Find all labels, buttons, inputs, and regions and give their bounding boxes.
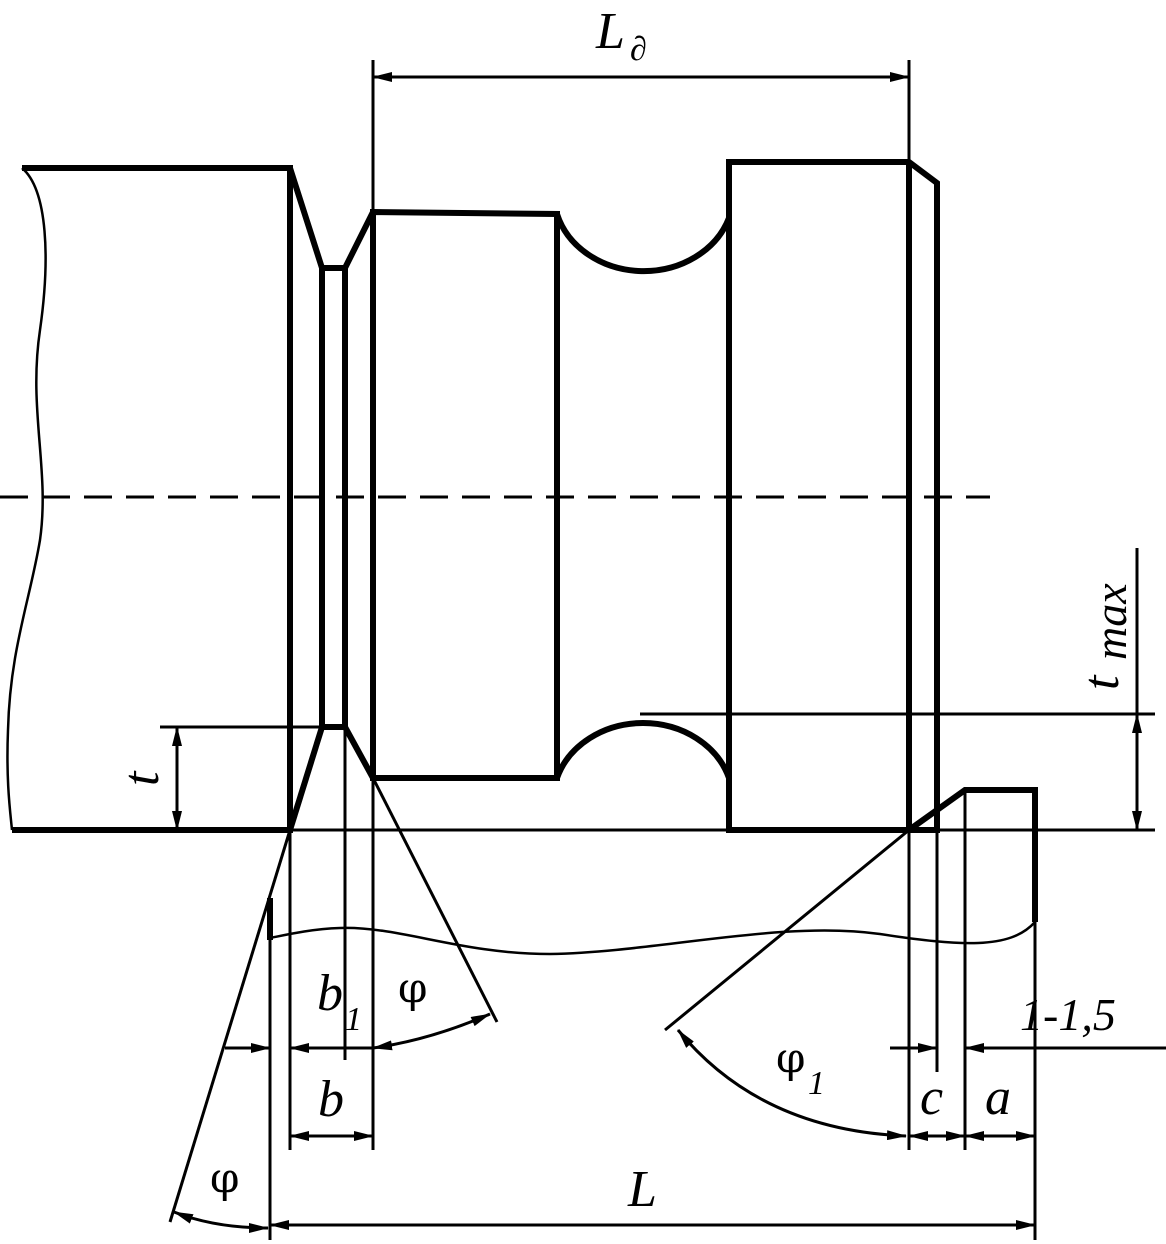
label-b1: b <box>317 965 343 1022</box>
arc-phi-bottom <box>173 1210 269 1233</box>
arc-phi1 <box>676 1029 907 1141</box>
svg-text:max: max <box>1085 583 1136 660</box>
label-range: 1-1,5 <box>1020 989 1116 1040</box>
phi-bottom-ray <box>168 829 292 1223</box>
cutter-right <box>267 787 1038 956</box>
label-b: b <box>318 1071 344 1128</box>
arc-phi-top <box>372 1012 491 1051</box>
label-b1-sub: 1 <box>345 1001 362 1038</box>
label-c: c <box>920 1069 943 1126</box>
phi1-ray <box>664 828 910 1032</box>
label-phi1-sub: 1 <box>808 1065 825 1102</box>
label-L: L <box>627 1161 657 1218</box>
label-phi1: φ <box>776 1033 805 1082</box>
phi-top-ray <box>371 777 499 1023</box>
label-t: t <box>113 770 170 786</box>
label-l-d-sub: ∂ <box>630 31 647 68</box>
chamfer-groove <box>287 167 376 831</box>
svg-text:t: t <box>1073 674 1130 690</box>
label-phi-top: φ <box>398 963 427 1012</box>
label-phi-bottom: φ <box>210 1153 239 1202</box>
workpiece-left <box>6 165 293 833</box>
label-tmax: t max <box>1073 583 1136 690</box>
label-a: a <box>985 1069 1011 1126</box>
label-l-d: L <box>595 3 625 60</box>
